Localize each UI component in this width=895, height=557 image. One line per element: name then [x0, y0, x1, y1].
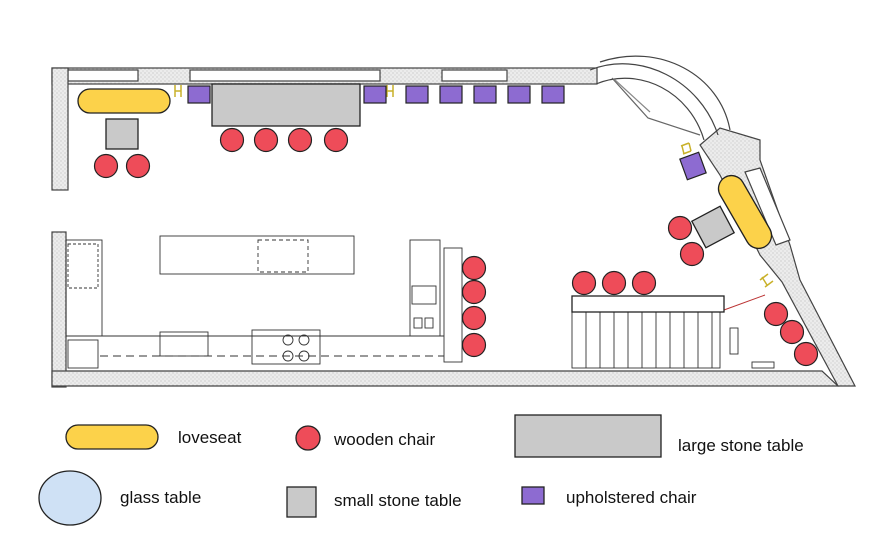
wooden-chair — [461, 332, 487, 358]
wooden-chair — [125, 153, 151, 179]
loveseat — [717, 174, 773, 250]
upholstered-chair — [507, 85, 531, 104]
legend-swatch-small-stone-table — [286, 486, 317, 518]
loveseat — [77, 88, 171, 114]
wooden-chair — [93, 153, 119, 179]
large-stone-table — [211, 83, 361, 127]
upholstered-chair — [363, 85, 387, 104]
curved-bay — [589, 55, 731, 141]
small-stone-table — [105, 118, 139, 150]
upholstered-chair — [679, 151, 707, 181]
wooden-chair — [571, 270, 597, 296]
legend-swatch-glass-table — [38, 470, 102, 526]
wooden-chair — [253, 127, 279, 153]
large-stone-tables — [211, 83, 725, 313]
kitchen-fixtures — [65, 235, 463, 369]
legend-label-large-stone-table: large stone table — [678, 436, 804, 455]
legend-swatches — [38, 414, 662, 526]
wooden-chair — [461, 279, 487, 305]
legend-label-loveseat: loveseat — [178, 428, 242, 447]
small-stone-table — [690, 205, 736, 249]
legend-swatch-large-stone-table — [514, 414, 662, 458]
wooden-chairs — [93, 127, 819, 367]
upholstered-chair — [473, 85, 497, 104]
h-markers — [174, 85, 774, 288]
wooden-chair — [461, 305, 487, 331]
counter-table — [571, 295, 725, 313]
upholstered-chairs — [187, 85, 707, 181]
legend-swatch-upholstered-chair — [521, 486, 545, 505]
upholstered-chair — [439, 85, 463, 104]
legend-swatch-wooden-chair — [295, 425, 321, 451]
legend-label-wooden-chair: wooden chair — [334, 430, 436, 449]
wooden-chair — [461, 255, 487, 281]
wooden-chair — [793, 341, 819, 367]
upholstered-chair — [541, 85, 565, 104]
small-stone-tables — [105, 118, 736, 249]
upholstered-chair — [405, 85, 429, 104]
upholstered-chair — [187, 85, 211, 104]
wooden-chair — [667, 215, 693, 241]
wooden-chair — [631, 270, 657, 296]
legend-label-upholstered-chair: upholstered chair — [566, 488, 697, 507]
legend-label-small-stone-table: small stone table — [334, 491, 462, 510]
legend-label-glass-table: glass table — [120, 488, 202, 507]
wooden-chair — [323, 127, 349, 153]
wooden-chair — [763, 301, 789, 327]
wooden-chair — [287, 127, 313, 153]
wooden-chair — [779, 319, 805, 345]
wooden-chair — [219, 127, 245, 153]
walls — [51, 67, 856, 388]
loveseats — [77, 88, 773, 250]
legend-swatch-loveseat — [65, 424, 159, 450]
wooden-chair — [601, 270, 627, 296]
wooden-chair — [679, 241, 705, 267]
